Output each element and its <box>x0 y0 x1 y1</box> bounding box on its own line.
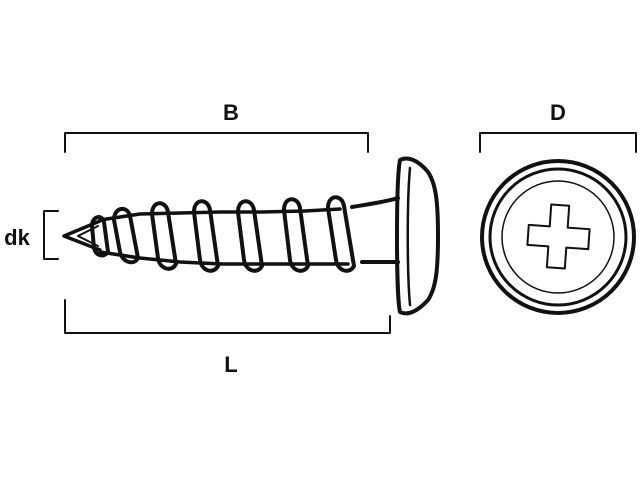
head-face <box>501 180 615 294</box>
screw-head-side <box>395 156 440 316</box>
shank-top-edge <box>350 196 400 209</box>
label-b: B <box>223 100 239 125</box>
dimension-bracket-dk: dk <box>4 210 59 260</box>
phillips-cross-recess <box>526 203 591 270</box>
thread-crest-5 <box>236 199 264 273</box>
screw-side-view <box>62 156 440 316</box>
thread-crest-1 <box>90 215 110 258</box>
thread-crest-7 <box>326 195 356 273</box>
bracket-d-line <box>479 132 637 153</box>
thread-crest-6 <box>282 197 310 273</box>
screw-head-inner-edge <box>406 166 412 307</box>
dimension-bracket-l: L <box>64 299 391 377</box>
thread-core-top <box>98 207 342 222</box>
label-d: D <box>550 100 566 125</box>
head-inner-ring <box>488 167 628 307</box>
bracket-dk-line <box>43 210 59 260</box>
dimension-bracket-d: D <box>479 100 637 153</box>
head-outer-ring <box>480 159 636 315</box>
bracket-l-line <box>64 299 391 334</box>
screw-head-top-view <box>480 159 636 315</box>
thread-crest-4 <box>192 199 220 273</box>
thread-crests <box>90 195 356 273</box>
thread-crest-2 <box>112 207 140 265</box>
dimension-bracket-b: B <box>64 100 369 153</box>
label-l: L <box>224 352 237 377</box>
screw-tip <box>62 219 102 252</box>
label-dk: dk <box>4 225 30 250</box>
thread-crest-3 <box>150 201 178 271</box>
bracket-b-line <box>64 132 369 153</box>
